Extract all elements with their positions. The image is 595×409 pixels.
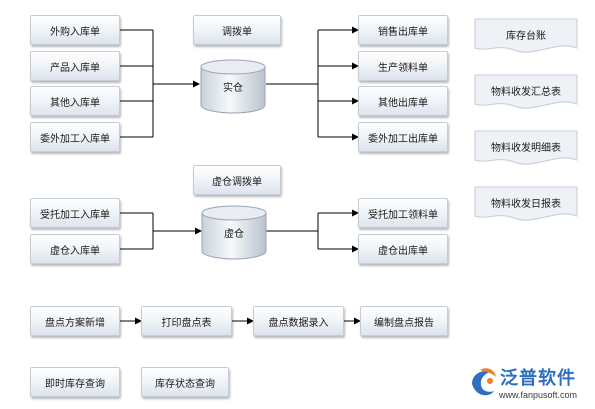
database-cylinder-icon [201, 205, 267, 260]
report-material-daily[interactable]: 物料收发日报表 [474, 186, 578, 224]
report-label: 物料收发汇总表 [491, 86, 561, 98]
fanpu-logo-icon [472, 368, 496, 396]
inbound-outsourced-receipt-button[interactable]: 委外加工入库单 [30, 122, 120, 152]
virtual-outbound-issue-button[interactable]: 虚仓出库单 [358, 234, 448, 264]
outbound-production-picking-button[interactable]: 生产领料单 [358, 51, 448, 81]
stocktake-report-button[interactable]: 编制盘点报告 [360, 306, 448, 336]
report-inventory-ledger[interactable]: 库存台账 [474, 18, 578, 56]
report-material-detail[interactable]: 物料收发明细表 [474, 130, 578, 168]
report-material-summary[interactable]: 物料收发汇总表 [474, 74, 578, 112]
virtual-inbound-entrusted-receipt-button[interactable]: 受托加工入库单 [30, 198, 120, 228]
virtual-transfer-order-button[interactable]: 虚仓调拨单 [193, 165, 281, 195]
inbound-purchase-receipt-button[interactable]: 外购入库单 [30, 15, 120, 45]
virtual-outbound-entrusted-picking-button[interactable]: 受托加工领料单 [358, 198, 448, 228]
real-warehouse-node[interactable]: 实仓 [200, 59, 266, 117]
database-cylinder-icon [200, 59, 266, 114]
report-label: 库存台账 [506, 30, 546, 42]
outbound-outsourced-issue-button[interactable]: 委外加工出库单 [358, 122, 448, 152]
document-shape-icon [474, 74, 578, 109]
report-label: 物料收发日报表 [491, 198, 561, 210]
real-warehouse-label: 实仓 [223, 83, 243, 94]
document-shape-icon [474, 130, 578, 165]
report-label: 物料收发明细表 [491, 142, 561, 154]
document-shape-icon [474, 186, 578, 221]
inbound-other-receipt-button[interactable]: 其他入库单 [30, 86, 120, 116]
virtual-warehouse-label: 虚仓 [224, 229, 244, 240]
realtime-inventory-query-button[interactable]: 即时库存查询 [30, 367, 120, 397]
inventory-status-query-button[interactable]: 库存状态查询 [141, 367, 229, 397]
stocktake-data-entry-button[interactable]: 盘点数据录入 [253, 306, 344, 336]
outbound-sales-issue-button[interactable]: 销售出库单 [358, 15, 448, 45]
print-stocktake-sheet-button[interactable]: 打印盘点表 [141, 306, 232, 336]
document-shape-icon [474, 18, 578, 53]
transfer-order-button[interactable]: 调拨单 [193, 15, 281, 45]
brand-name: 泛普软件 [500, 368, 576, 389]
inbound-product-receipt-button[interactable]: 产品入库单 [30, 51, 120, 81]
virtual-warehouse-node[interactable]: 虚仓 [201, 205, 267, 263]
stocktake-plan-add-button[interactable]: 盘点方案新增 [30, 306, 120, 336]
outbound-other-issue-button[interactable]: 其他出库单 [358, 86, 448, 116]
virtual-inbound-receipt-button[interactable]: 虚仓入库单 [30, 234, 120, 264]
brand-url[interactable]: www.fanpusoft.com [499, 390, 578, 400]
